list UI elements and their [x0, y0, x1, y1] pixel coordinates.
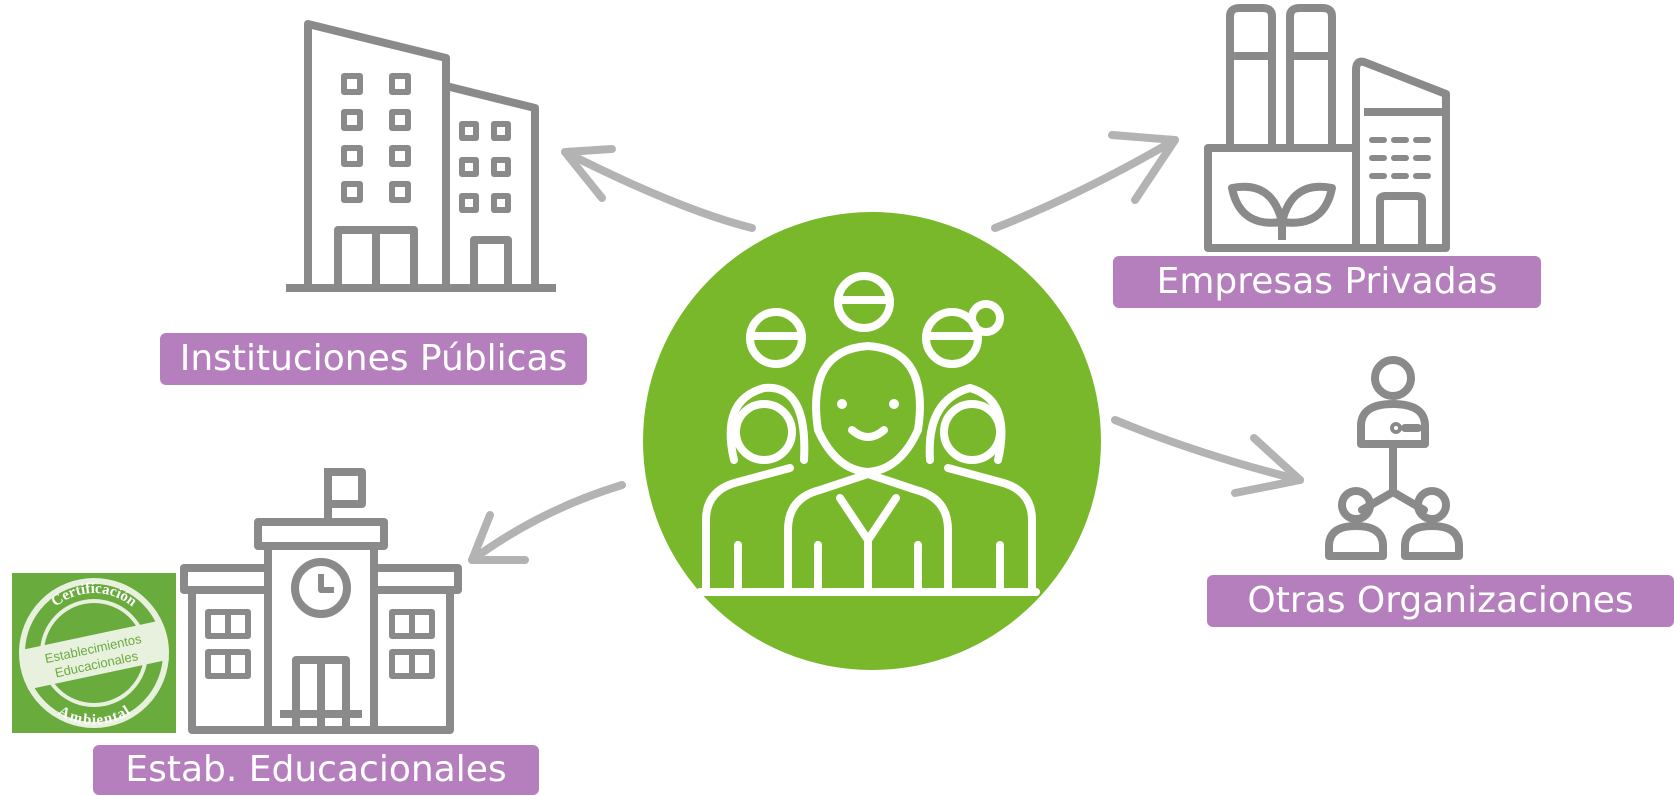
arrow-to-otras — [1111, 416, 1304, 484]
label-empresas: Empresas Privadas — [1113, 256, 1541, 308]
arrow-to-estab — [468, 481, 626, 564]
arrow-to-empresas — [991, 136, 1179, 232]
certification-badge: Establecimientos Educacionales Certifica… — [12, 573, 176, 733]
label-instituciones: Instituciones Públicas — [160, 333, 587, 385]
arrow-to-instituciones — [561, 148, 756, 232]
label-otras: Otras Organizaciones — [1207, 575, 1674, 627]
label-estab: Estab. Educacionales — [93, 745, 539, 795]
